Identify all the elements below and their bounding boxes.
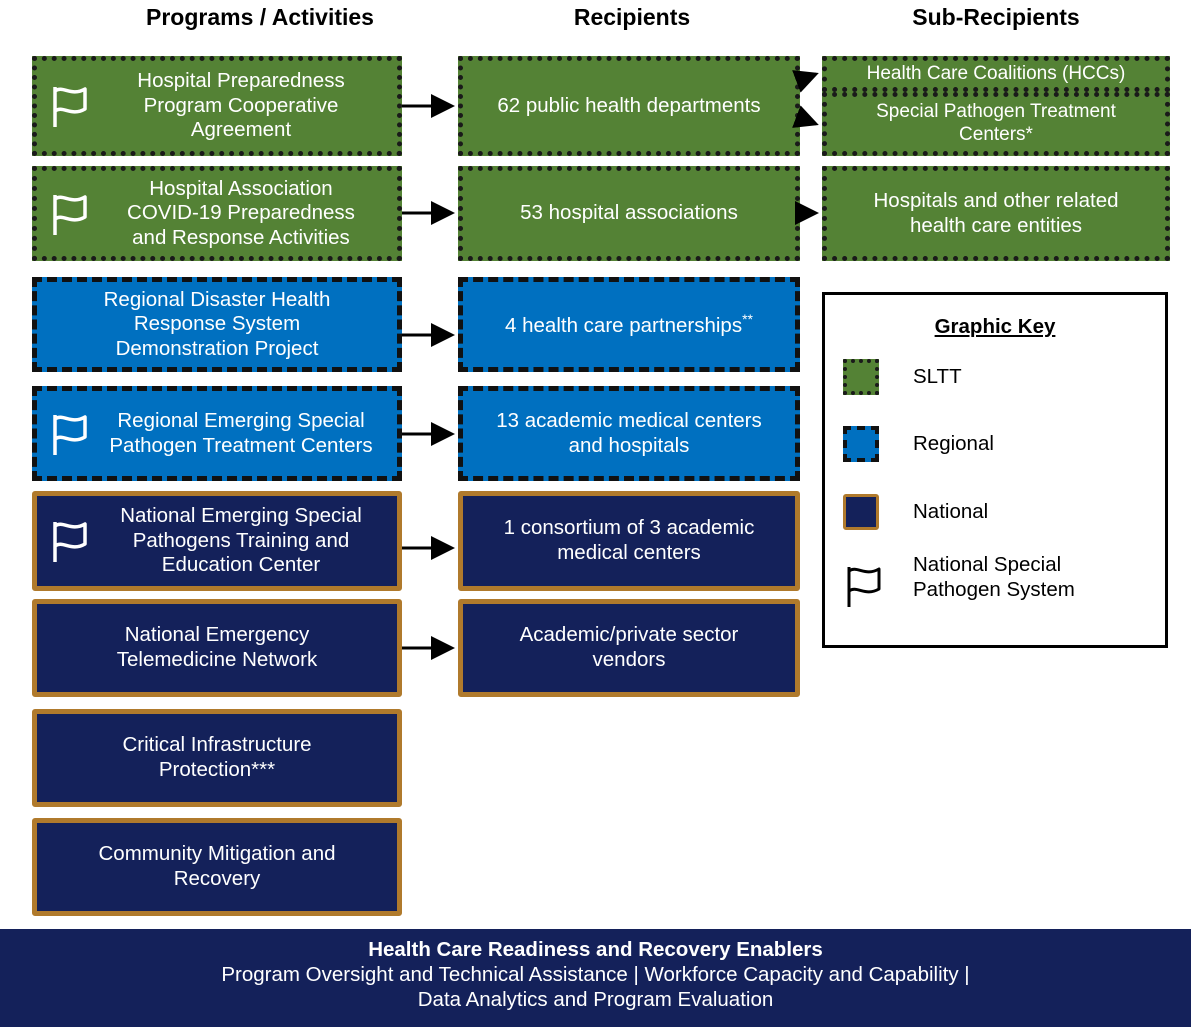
graphic-key: Graphic Key SLTT Regional National Natio… xyxy=(822,292,1168,648)
header-programs: Programs / Activities xyxy=(146,4,374,30)
recipient-vendors: Academic/private sector vendors xyxy=(458,599,800,697)
arrow-recipient1-hccs xyxy=(792,70,819,93)
recipient-footnote-marker: ** xyxy=(742,310,753,327)
key-label-national: National xyxy=(913,500,989,523)
header-recipients: Recipients xyxy=(573,4,691,30)
program-label: Critical Infrastructure Protection*** xyxy=(122,733,312,781)
connector-arrows xyxy=(402,70,819,660)
program-national-training: National Emerging Special Pathogens Trai… xyxy=(32,491,402,591)
key-swatch-regional xyxy=(843,426,879,462)
key-label-sltt: SLTT xyxy=(913,365,962,388)
program-label: Community Mitigation and Recovery xyxy=(98,842,336,890)
recipient-label: 1 consortium of 3 academic medical cente… xyxy=(503,516,755,564)
program-hospital-preparedness: Hospital Preparedness Program Cooperativ… xyxy=(32,56,402,156)
flag-icon xyxy=(53,194,87,235)
flag-icon xyxy=(53,414,87,455)
flag-icon xyxy=(53,522,87,562)
footer-enablers: Health Care Readiness and Recovery Enabl… xyxy=(0,929,1191,1027)
recipient-academic-medical-centers: 13 academic medical centers and hospital… xyxy=(458,386,800,481)
graphic-key-title: Graphic Key xyxy=(934,315,1056,338)
recipient-label: 4 health care partnerships xyxy=(505,313,743,337)
program-regional-emerging: Regional Emerging Special Pathogen Treat… xyxy=(32,386,402,481)
recipient-label: Academic/private sector vendors xyxy=(519,623,739,671)
program-label: National Emergency Telemedicine Network xyxy=(116,623,318,671)
recipient-label: 13 academic medical centers and hospital… xyxy=(496,408,762,457)
subrecipient-hccs: Health Care Coalitions (HCCs) xyxy=(822,56,1170,92)
key-label-special-pathogen-system: National Special Pathogen System xyxy=(913,553,1075,601)
footer-line-2: Data Analytics and Program Evaluation xyxy=(417,988,774,1011)
recipient-public-health-departments: 62 public health departments xyxy=(458,56,800,156)
program-label: Hospital Association COVID-19 Preparedne… xyxy=(127,176,355,249)
recipient-health-care-partnerships: 4 health care partnerships** xyxy=(458,277,800,372)
program-telemedicine: National Emergency Telemedicine Network xyxy=(32,599,402,697)
program-label: Hospital Preparedness Program Cooperativ… xyxy=(137,69,345,142)
program-hospital-association: Hospital Association COVID-19 Preparedne… xyxy=(32,166,402,261)
recipient-label: 62 public health departments xyxy=(497,93,761,117)
footer-title: Health Care Readiness and Recovery Enabl… xyxy=(368,938,823,961)
program-regional-disaster: Regional Disaster Health Response System… xyxy=(32,277,402,372)
subrecipient-label: Hospitals and other related health care … xyxy=(873,188,1119,237)
program-label: Regional Disaster Health Response System… xyxy=(103,287,331,360)
key-swatch-national xyxy=(843,494,879,530)
program-label: Regional Emerging Special Pathogen Treat… xyxy=(109,408,373,457)
header-sub-recipients: Sub-Recipients xyxy=(912,4,1080,30)
subrecipient-label: Special Pathogen Treatment Centers* xyxy=(876,101,1116,145)
key-label-regional: Regional xyxy=(913,432,994,455)
subrecipient-hospitals: Hospitals and other related health care … xyxy=(822,166,1170,261)
footer-line-1: Program Oversight and Technical Assistan… xyxy=(221,963,970,986)
recipient-hospital-associations: 53 hospital associations xyxy=(458,166,800,261)
flag-icon xyxy=(847,567,881,607)
recipient-label: 53 hospital associations xyxy=(520,201,738,225)
key-swatch-sltt xyxy=(843,359,879,395)
program-critical-infrastructure: Critical Infrastructure Protection*** xyxy=(32,709,402,807)
arrow-recipient1-special-pathogen xyxy=(792,105,819,128)
subrecipient-label: Health Care Coalitions (HCCs) xyxy=(866,62,1126,84)
subrecipient-special-pathogen: Special Pathogen Treatment Centers* xyxy=(822,92,1170,156)
program-community-mitigation: Community Mitigation and Recovery xyxy=(32,818,402,916)
program-label: National Emerging Special Pathogens Trai… xyxy=(120,504,362,577)
flag-icon xyxy=(53,87,87,127)
recipient-consortium: 1 consortium of 3 academic medical cente… xyxy=(458,491,800,591)
